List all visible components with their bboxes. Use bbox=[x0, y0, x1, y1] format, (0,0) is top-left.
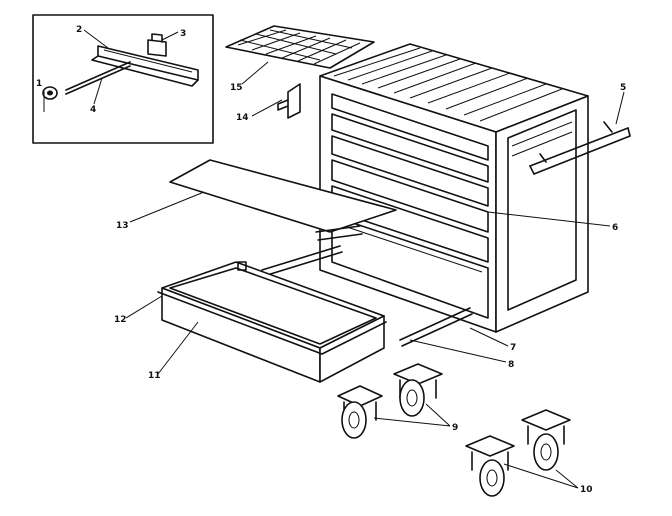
callout-15: 15 bbox=[230, 83, 243, 93]
callout-3: 3 bbox=[180, 29, 186, 39]
rigid-casters bbox=[465, 409, 571, 497]
callout-4: 4 bbox=[90, 105, 96, 115]
callout-9: 9 bbox=[452, 423, 458, 433]
callout-11: 11 bbox=[148, 371, 161, 381]
drawer-cover bbox=[169, 159, 397, 233]
callout-14: 14 bbox=[236, 113, 249, 123]
inset-detail-box bbox=[32, 14, 214, 144]
callout-6: 6 bbox=[612, 223, 618, 233]
callout-12: 12 bbox=[114, 315, 127, 325]
callout-8: 8 bbox=[508, 360, 514, 370]
callout-10: 10 bbox=[580, 485, 593, 495]
bracket bbox=[277, 83, 301, 119]
callout-7: 7 bbox=[510, 343, 516, 353]
drawer-liner bbox=[225, 25, 375, 69]
callouts: 1 2 3 4 5 6 7 8 9 10 11 12 13 14 15 bbox=[36, 25, 626, 495]
callout-2: 2 bbox=[76, 25, 82, 35]
callout-5: 5 bbox=[620, 83, 626, 93]
swivel-casters bbox=[337, 363, 443, 439]
callout-13: 13 bbox=[116, 221, 129, 231]
drawer bbox=[157, 261, 387, 383]
leader-lines bbox=[43, 29, 625, 489]
callout-1: 1 bbox=[36, 79, 42, 89]
tool-chest-cabinet bbox=[319, 43, 631, 333]
drawer-slides bbox=[261, 225, 473, 347]
